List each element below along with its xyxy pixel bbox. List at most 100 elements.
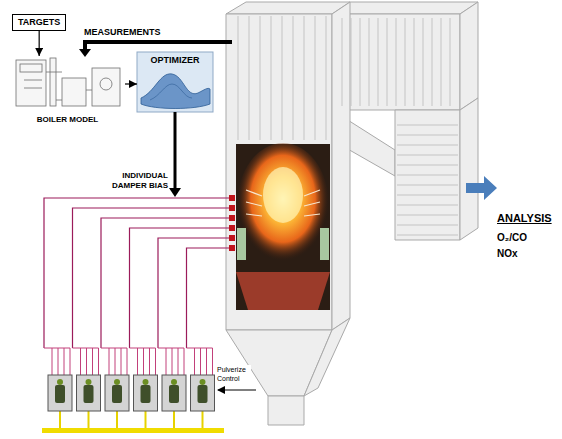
measurements-arrow	[85, 42, 232, 49]
tube-panel	[450, 18, 451, 106]
pulverizer	[77, 375, 101, 411]
analysis-item: O₂/CO	[497, 232, 527, 244]
air-wire	[73, 208, 230, 348]
tube-panel	[342, 18, 343, 106]
model-drum	[20, 64, 42, 72]
pulverizer	[134, 375, 158, 411]
tube-bank	[397, 155, 458, 156]
tube-bank	[397, 215, 458, 216]
air-wire	[158, 238, 229, 348]
wall-block	[237, 228, 246, 260]
burner-jet	[304, 190, 320, 196]
pulverizer-icon	[84, 385, 94, 403]
feed-line	[59, 411, 61, 428]
tube-panel	[378, 18, 379, 106]
pulverizer	[105, 375, 129, 411]
feed-line	[145, 411, 147, 428]
pulverizer-icon	[141, 385, 151, 403]
duct-side	[460, 2, 478, 110]
tube-bank	[397, 125, 458, 126]
pulverizer-icon	[169, 385, 179, 403]
tube-panel	[293, 16, 294, 140]
pulverizer-icon	[57, 379, 63, 385]
pulverizer	[162, 375, 186, 411]
feed-line	[173, 411, 175, 428]
pipe-wires	[130, 348, 156, 375]
tube-bank	[397, 205, 458, 206]
model-box: BOILER MODEL	[10, 56, 125, 126]
tube-bank	[397, 235, 458, 236]
target-box: TARGETS	[12, 14, 66, 31]
burner-jet	[246, 214, 262, 216]
signal-label: MEASUREMENTS	[84, 27, 161, 38]
tube-bank	[397, 145, 458, 146]
burner-jets	[246, 190, 320, 216]
label-holder: NOx	[497, 248, 518, 260]
pulverizer-icon	[200, 379, 206, 385]
burner-jet	[246, 202, 262, 206]
tube-panel	[326, 16, 327, 140]
label-holder: O₂/CO	[497, 232, 527, 244]
air-wire	[187, 248, 230, 348]
optimizer-surface	[141, 74, 210, 109]
pipe-wires	[187, 348, 213, 375]
flame-core	[263, 167, 303, 223]
duct-top	[332, 2, 478, 14]
model-unit	[92, 68, 120, 106]
bias-head	[169, 188, 181, 197]
tube-panel	[396, 18, 397, 106]
boiler-wireframe	[226, 2, 478, 425]
label-holder: MEASUREMENTS	[84, 27, 161, 38]
tube-panel	[432, 18, 433, 106]
control-arrow	[218, 390, 256, 391]
label-holder: Pulverize Control	[217, 365, 251, 383]
node-label: OPTIMIZER	[151, 55, 200, 66]
flue-gas-arrow	[466, 176, 497, 200]
tube-panel	[304, 16, 305, 140]
analysis-heading: ANALYSIS	[497, 212, 552, 225]
model-pipes	[24, 72, 92, 100]
tube-bank	[397, 185, 458, 186]
hopper-outlet	[268, 396, 304, 425]
hopper-side	[304, 318, 350, 396]
pulverizer-icon	[198, 385, 208, 403]
air-wire	[44, 198, 229, 348]
burner-jet	[246, 190, 262, 196]
mill-group	[42, 195, 235, 433]
model-furnace	[16, 60, 46, 106]
node-label: TARGETS	[18, 17, 60, 28]
tube-panel	[405, 18, 406, 106]
tube-panel	[351, 18, 352, 106]
tube-panel	[414, 18, 415, 106]
back-pass-side	[460, 98, 478, 240]
pulverizer-icon	[86, 379, 92, 385]
damper	[229, 215, 235, 221]
tube-panel	[441, 18, 442, 106]
tube-bank	[397, 165, 458, 166]
label-holder: INDIVIDUAL DAMPER BIAS	[104, 171, 168, 191]
pipe-wires	[73, 348, 99, 375]
coal-feed-bar	[42, 428, 224, 433]
pulverizer-icon	[55, 385, 65, 403]
flame	[237, 143, 329, 267]
tube-panel	[271, 16, 272, 140]
pulverizer	[191, 375, 215, 411]
pipe-wires	[158, 348, 184, 375]
pipe-wires	[44, 348, 70, 375]
pipe-wires	[101, 348, 127, 375]
damper	[229, 245, 235, 251]
tube-bank	[397, 135, 458, 136]
tube-panel	[260, 16, 261, 140]
wall-block	[320, 228, 329, 260]
tube-panel	[249, 16, 250, 140]
feed-line	[88, 411, 90, 428]
pulverizer-icon	[171, 379, 177, 385]
model-stack	[50, 58, 56, 106]
tube-panel	[369, 18, 370, 106]
tube-panel	[282, 16, 283, 140]
tube-panel	[423, 18, 424, 106]
burner-jet	[304, 202, 320, 206]
air-wire	[130, 228, 230, 348]
